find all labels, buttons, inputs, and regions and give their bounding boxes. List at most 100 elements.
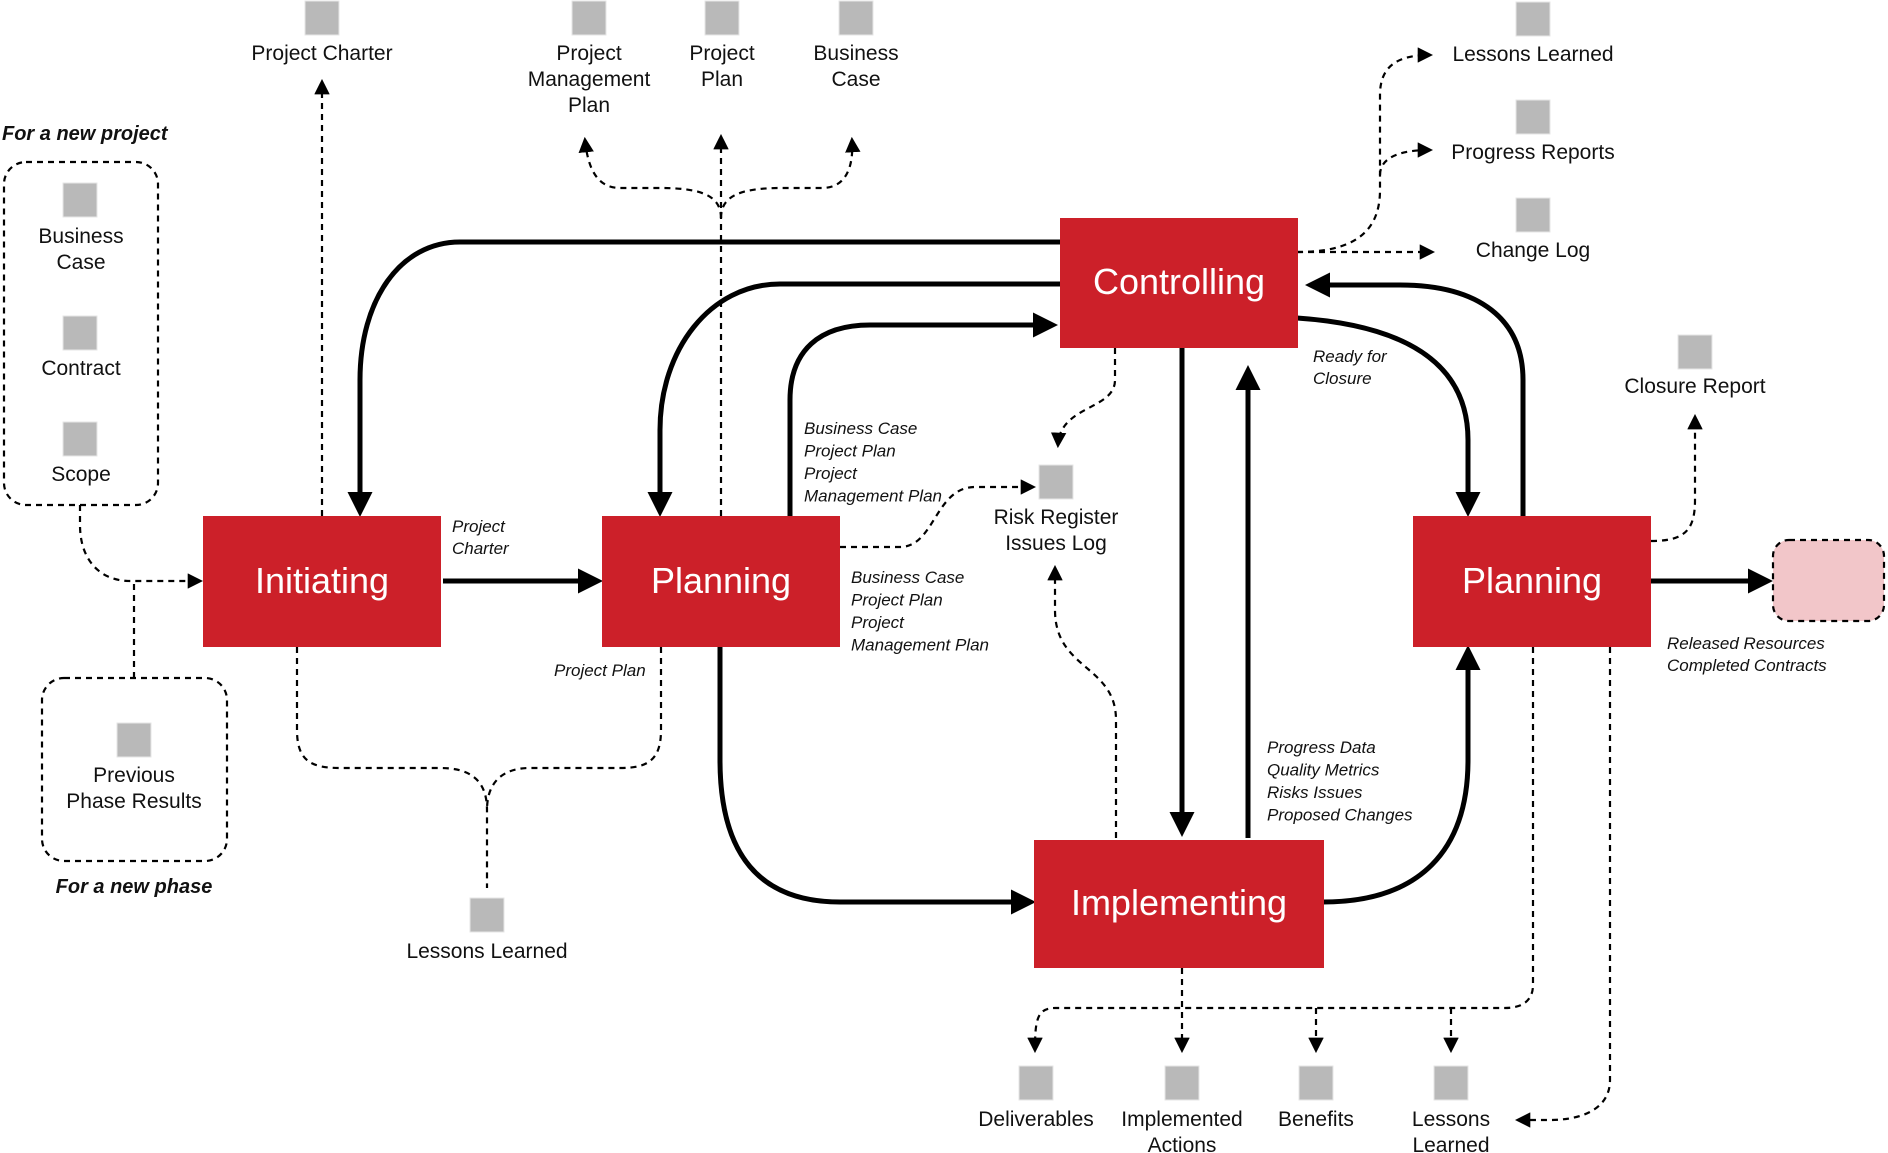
- process-controlling-label: Controlling: [1093, 261, 1265, 302]
- end-node[interactable]: [1771, 538, 1886, 623]
- new-project-item-contract: Contract: [41, 357, 121, 380]
- group-title-new-project: For a new project: [2, 123, 169, 145]
- process-planning[interactable]: Planning: [602, 516, 840, 647]
- doc-benefits-label: Benefits: [1278, 1108, 1354, 1131]
- process-initiating[interactable]: Initiating: [203, 516, 441, 647]
- dash-planning-to-business-case: [719, 136, 861, 219]
- document-icon: [571, 0, 607, 36]
- dash-planning-to-risk-register: [840, 479, 1037, 549]
- note-project-plan: Project Plan: [554, 661, 646, 680]
- process-nodes: Initiating Planning Controlling Implemen…: [203, 218, 1886, 968]
- dash-implementing-to-risk-register: [1047, 564, 1118, 838]
- process-initiating-label: Initiating: [255, 560, 389, 601]
- doc-progress-reports: Progress Reports: [1451, 99, 1615, 164]
- dash-closing-to-outcomes: [1027, 647, 1535, 1054]
- document-icon: [1038, 464, 1074, 500]
- document-icon: [1677, 334, 1713, 370]
- doc-lessons-learned-left: Lessons Learned: [406, 897, 568, 963]
- document-icon: [1515, 197, 1551, 233]
- document-icon: [304, 0, 340, 36]
- document-icon: [1433, 1065, 1469, 1101]
- document-icon: [1515, 1, 1551, 37]
- document-icon: [838, 0, 874, 36]
- dash-planning-to-lessons: [485, 647, 663, 811]
- doc-deliverables: Deliverables: [978, 1065, 1094, 1131]
- flow-controlling-to-closing: [1296, 315, 1481, 517]
- flow-planning-to-implementing: [717, 647, 1036, 915]
- process-implementing[interactable]: Implementing: [1034, 840, 1324, 968]
- doc-change-log: Change Log: [1476, 197, 1590, 262]
- process-implementing-label: Implementing: [1071, 882, 1287, 923]
- flow-planning-to-controlling: [787, 312, 1058, 516]
- flow-implementing-to-closing: [1322, 645, 1481, 905]
- dash-controlling-to-progress-reports: [1378, 142, 1434, 176]
- dash-closing-to-lessons-bottom: [1514, 647, 1612, 1128]
- dash-controlling-to-risk-register: [1050, 348, 1117, 449]
- doc-closure-report: Closure Report: [1624, 334, 1766, 398]
- flow-controlling-to-initiating: [347, 239, 1060, 517]
- flow-closing-to-controlling: [1305, 272, 1526, 516]
- process-closing-label: Planning: [1462, 560, 1602, 601]
- new-project-item-scope: Scope: [51, 463, 111, 486]
- document-icon: [469, 897, 505, 933]
- doc-lessons-learned-top-label: Lessons Learned: [1452, 43, 1613, 66]
- group-frame-new-phase: [40, 676, 229, 863]
- doc-project-charter: Project Charter: [251, 0, 393, 65]
- doc-deliverables-label: Deliverables: [978, 1108, 1094, 1131]
- document-icon: [62, 315, 98, 351]
- document-icon: [1515, 99, 1551, 135]
- dash-closing-to-closure-report: [1650, 413, 1703, 543]
- solid-flows: [347, 239, 1773, 915]
- process-controlling[interactable]: Controlling: [1060, 218, 1298, 348]
- document-icon: [116, 722, 152, 758]
- document-icon: [704, 0, 740, 36]
- group-title-new-phase: For a new phase: [56, 876, 213, 898]
- dash-initiating-to-lessons: [295, 647, 489, 888]
- doc-benefits: Benefits: [1278, 1065, 1354, 1131]
- process-closing[interactable]: Planning: [1413, 516, 1651, 647]
- doc-closure-report-label: Closure Report: [1624, 375, 1765, 398]
- dashed-flows: [78, 47, 1703, 1128]
- flow-controlling-to-planning: [647, 281, 1060, 517]
- document-icon: [1164, 1065, 1200, 1101]
- group-frame-new-project: [2, 160, 160, 507]
- doc-project-charter-label: Project Charter: [251, 42, 392, 65]
- doc-lessons-learned-top: Lessons Learned: [1452, 1, 1614, 66]
- dash-controlling-to-lessons-top: [1296, 47, 1434, 254]
- doc-progress-reports-label: Progress Reports: [1451, 141, 1614, 164]
- document-icon: [1298, 1065, 1334, 1101]
- doc-change-log-label: Change Log: [1476, 239, 1590, 262]
- document-icon: [1018, 1065, 1054, 1101]
- document-icon: [62, 182, 98, 218]
- dash-new-project-to-initiating: [78, 505, 204, 589]
- process-planning-label: Planning: [651, 560, 791, 601]
- doc-lessons-learned-left-label: Lessons Learned: [406, 940, 567, 963]
- dash-planning-to-pm-plan: [578, 136, 723, 219]
- document-icon: [62, 421, 98, 457]
